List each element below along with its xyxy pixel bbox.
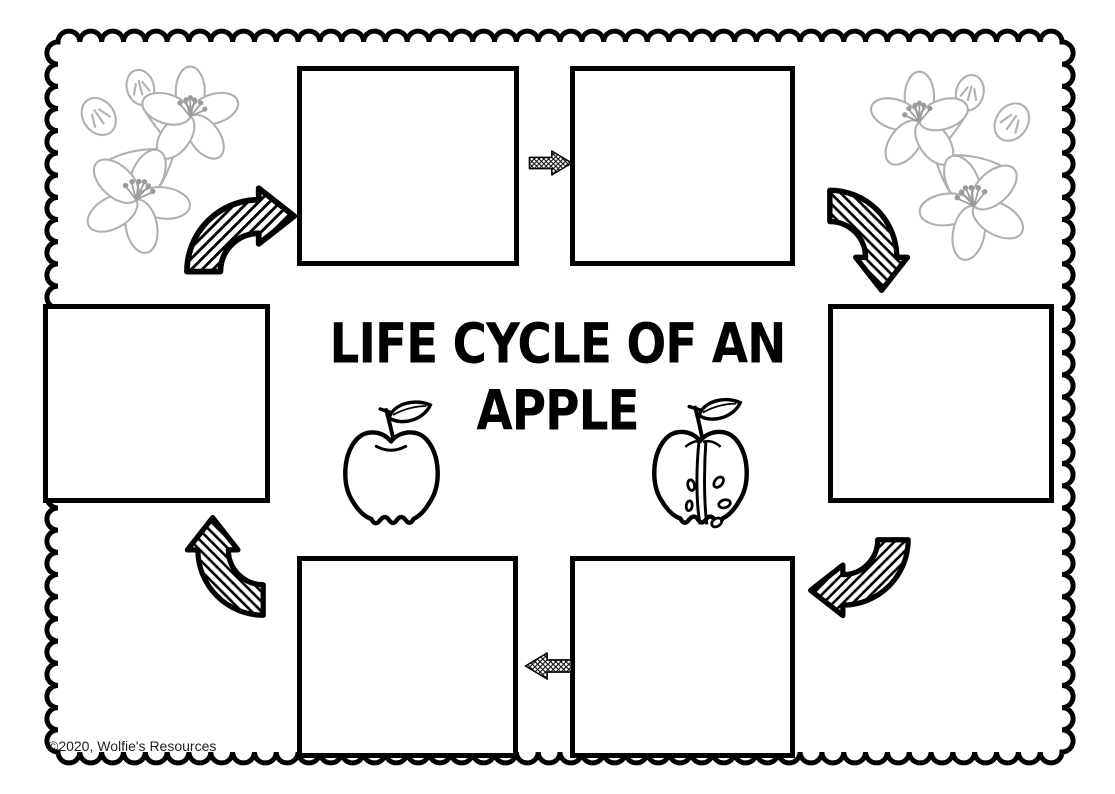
curved-arrow-down-icon xyxy=(818,168,922,293)
stage-box-bottom-right[interactable] xyxy=(570,556,795,758)
stage-box-top-left[interactable] xyxy=(297,66,519,266)
arrow-left-icon xyxy=(524,652,573,680)
arrow-right-icon xyxy=(528,150,573,176)
stage-box-right[interactable] xyxy=(828,304,1054,503)
copyright-text: ©2020, Wolfie's Resources xyxy=(48,738,217,754)
stage-box-bottom-left[interactable] xyxy=(297,556,518,758)
apple-cross-section-icon xyxy=(652,397,749,529)
curved-arrow-up-right-icon xyxy=(163,170,297,287)
stage-box-left[interactable] xyxy=(43,304,270,503)
curved-arrow-up-icon xyxy=(170,515,278,637)
whole-apple-icon xyxy=(343,400,440,526)
curved-arrow-down-left-icon xyxy=(808,520,930,638)
stage-box-top-right[interactable] xyxy=(570,66,795,266)
